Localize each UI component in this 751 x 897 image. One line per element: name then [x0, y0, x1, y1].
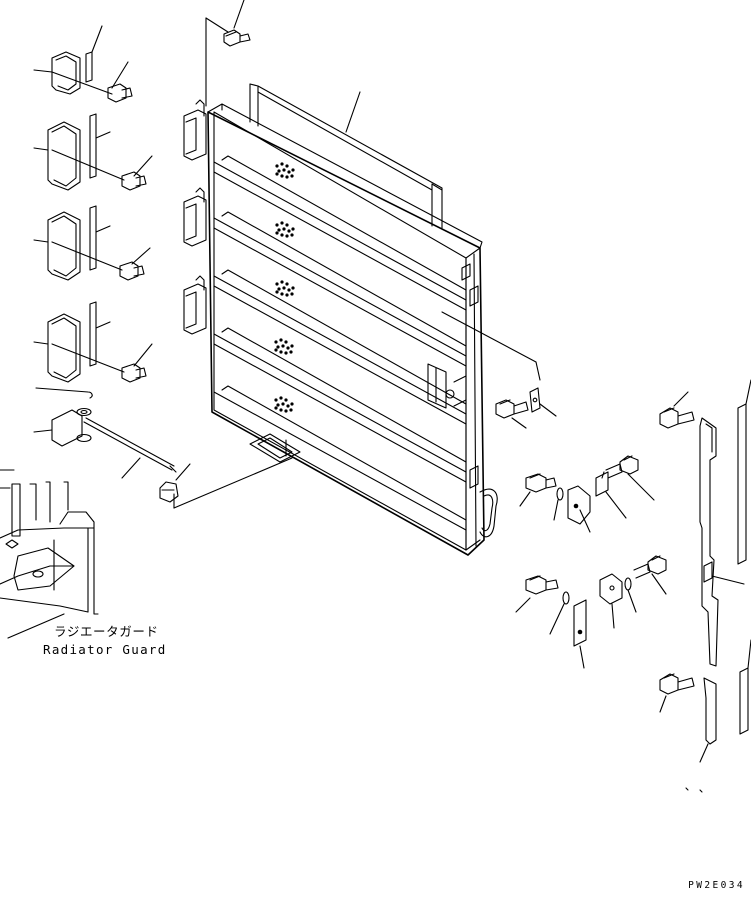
catch-2: [574, 600, 586, 668]
hinge-bracket-1: [34, 26, 132, 102]
side-cover-bolt-upper: [660, 392, 694, 428]
catch-bolt-1: [520, 474, 556, 506]
side-handle: [470, 466, 497, 537]
catch-bolt-3: [516, 576, 558, 612]
vent-hole-patterns: [274, 162, 295, 413]
guard-door-frame: [208, 104, 484, 555]
side-cover-bolt-lower: [660, 674, 694, 712]
latch-plate: [530, 388, 556, 416]
top-handle: [250, 84, 442, 228]
top-bolt: [224, 0, 250, 46]
catch-clip-1: [596, 472, 626, 518]
hinge-bracket-4: [34, 302, 152, 382]
seal-strip-upper: [738, 380, 751, 564]
small-side-bracket: [686, 678, 716, 792]
catch-bolt-2: [606, 456, 654, 500]
drawing-code: PW2E034: [688, 880, 745, 891]
seal-strip-lower: [740, 640, 751, 734]
side-cover-panel: [700, 418, 744, 666]
door-latch-bracket: [428, 364, 466, 408]
latch-bolt-1: [496, 400, 528, 428]
hinge-bracket-3: [34, 206, 150, 280]
hinge-rod-assembly: [34, 388, 190, 502]
catch-washer-2: [550, 592, 569, 634]
radiator-guard-label-jp: ラジエータガード: [54, 624, 159, 639]
door-leader-lines: [174, 18, 540, 508]
catch-clip-2: [600, 574, 622, 628]
hinge-bracket-2: [34, 114, 152, 190]
machine-body-corner: [0, 470, 98, 638]
rail-tabs: [462, 264, 478, 306]
catch-1: [568, 486, 590, 532]
bottom-bracket: [250, 434, 300, 462]
radiator-guard-label-en: Radiator Guard: [43, 642, 167, 657]
catch-washer-3: [625, 578, 636, 612]
catch-washer-1: [554, 488, 563, 520]
catch-bolt-4: [634, 556, 666, 594]
door-hinges: [184, 100, 206, 334]
